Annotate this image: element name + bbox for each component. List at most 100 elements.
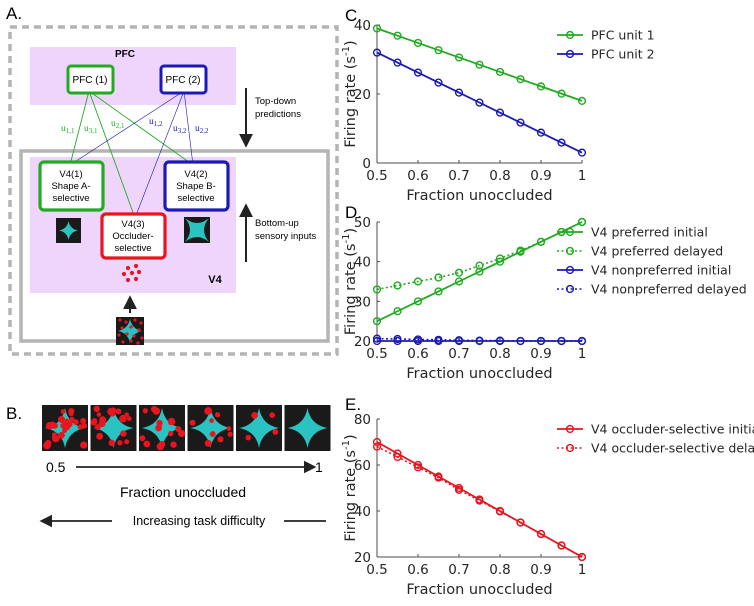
data-point (454, 277, 464, 286)
series-line (376, 221, 583, 322)
data-point (475, 98, 484, 107)
v4-3-node (100, 212, 167, 260)
data-point (495, 67, 505, 77)
data-point (413, 68, 423, 77)
y-tick-label: 40 (354, 504, 371, 520)
v4-1-node (38, 160, 105, 212)
pfc1-node (66, 64, 115, 95)
y-tick-label: 40 (354, 18, 371, 34)
y-tick-label: 20 (354, 87, 371, 103)
weight-u11: u1,1 (61, 124, 75, 135)
legend-item: V4 nonpreferred delayed (557, 282, 747, 297)
data-point (393, 58, 402, 67)
shape-a-icon (56, 218, 81, 243)
legend-item: V4 nonpreferred initial (557, 263, 731, 278)
weight-labels: u1,1 u3,1 u2,1 u1,2 u3,2 u2,2 (61, 117, 209, 135)
weight-u21: u2,1 (111, 119, 125, 130)
data-point (577, 217, 587, 227)
panel-b: B. 0.5 1 Fraction unoccluded Increasing … (6, 404, 331, 528)
panel-e-label: E. (345, 395, 361, 414)
fraction-end: 1 (315, 459, 323, 475)
stimulus-frame (139, 405, 186, 451)
x-axis-label: Fraction unoccluded (406, 188, 552, 204)
x-axis-label: Fraction unoccluded (406, 582, 552, 598)
fraction-start: 0.5 (46, 459, 66, 475)
v4-outer-frame (19, 149, 330, 343)
top-down-line2: predictions (255, 109, 301, 120)
data-point (372, 334, 382, 343)
pfc2-label: PFC (2) (166, 75, 201, 86)
legend-label: PFC unit 1 (591, 28, 655, 43)
data-point (372, 285, 382, 294)
fraction-title: Fraction unoccluded (120, 484, 246, 500)
series-line (376, 51, 583, 154)
stimulus-frame (284, 405, 331, 451)
data-point (516, 336, 525, 346)
v4-region-label: V4 (208, 274, 222, 286)
x-tick-label: 1 (578, 168, 587, 184)
v4-3-line1: V4(3) (121, 219, 144, 230)
weight-u22: u2,2 (195, 124, 209, 135)
data-point (372, 437, 382, 447)
bottom-up-line1: Bottom-up (255, 218, 299, 229)
v4-1-line2: Shape A- (51, 181, 90, 192)
weight-u12: u1,2 (149, 117, 163, 128)
v4-3-line3: selective (115, 243, 152, 254)
y-tick-label: 80 (354, 412, 371, 428)
y-axis-label: Firing rate (s-1) (341, 40, 359, 147)
x-tick-label: 0.8 (489, 168, 510, 184)
data-point (372, 317, 382, 326)
stimulus-frame (236, 405, 282, 451)
data-point (577, 336, 587, 346)
x-tick-label: 0.5 (366, 168, 387, 184)
legend-item: V4 preferred delayed (557, 244, 723, 259)
data-point (434, 287, 443, 296)
data-point (516, 246, 525, 255)
x-tick-label: 0.8 (489, 346, 510, 362)
connection-lines (69, 90, 194, 219)
data-point (454, 88, 464, 97)
data-point (434, 273, 443, 282)
data-point (413, 277, 423, 286)
data-point (475, 336, 484, 345)
legend-label: V4 nonpreferred initial (591, 263, 731, 278)
stimulus-frame (187, 405, 234, 451)
data-point (536, 529, 546, 539)
v4-2-node (163, 160, 230, 212)
y-axis-label: Firing rate (s-1) (341, 434, 359, 541)
legend-label: PFC unit 2 (591, 47, 655, 62)
legend-label: V4 occluder-selective delayed (591, 441, 754, 456)
panel-b-label: B. (6, 404, 22, 423)
data-point (495, 507, 505, 516)
stimulus-image (116, 317, 144, 345)
pfc1-label: PFC (1) (73, 75, 108, 86)
y-tick-label: 20 (354, 550, 371, 566)
top-down-line1: Top-down (255, 96, 296, 107)
data-point (393, 334, 402, 344)
data-point (475, 60, 484, 69)
panel-a-dashed-frame (8, 25, 339, 356)
data-point (495, 336, 505, 345)
x-tick-label: 0.9 (530, 168, 551, 184)
data-point (434, 473, 443, 482)
legend-item: PFC unit 2 (557, 47, 655, 62)
y-tick-label: 30 (354, 294, 371, 310)
x-tick-label: 0.6 (407, 346, 428, 362)
data-point (372, 24, 382, 33)
stimulus-frame (42, 405, 88, 451)
data-point (536, 128, 546, 137)
y-tick-label: 20 (354, 334, 371, 350)
data-point (577, 148, 587, 157)
data-point (413, 335, 423, 344)
data-point (413, 463, 423, 472)
shape-b-icon (184, 217, 210, 243)
data-point (495, 108, 505, 117)
legend-item: V4 occluder-selective delayed (557, 441, 754, 456)
data-point (557, 336, 566, 346)
y-tick-label: 40 (354, 255, 371, 271)
data-point (434, 46, 443, 55)
x-tick-label: 0.8 (489, 562, 510, 578)
